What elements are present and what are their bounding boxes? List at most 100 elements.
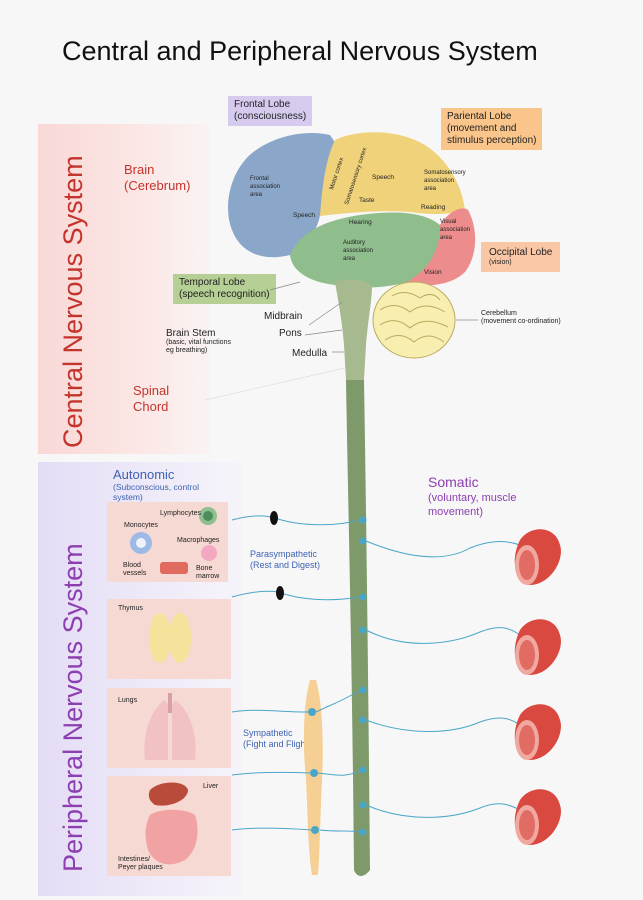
autonomic-text: Autonomic bbox=[113, 467, 175, 482]
temporal-lobe-tag: Temporal Lobe (speech recognition) bbox=[173, 274, 276, 304]
somatic-desc2: movement) bbox=[428, 506, 484, 518]
intestines-icon bbox=[145, 809, 198, 865]
intestines-label: Intestines/ Peyer plaques bbox=[118, 856, 163, 872]
parasympathetic-label: Parasympathetic (Rest and Digest) bbox=[250, 549, 320, 571]
parietal-lobe-text: Pariental Lobe bbox=[447, 111, 512, 122]
sympathetic-nerve-1 bbox=[231, 709, 309, 713]
cord-ganglion-8 bbox=[359, 801, 367, 809]
monocytes-label: Monocytes bbox=[124, 522, 158, 529]
liver-label: Liver bbox=[203, 783, 219, 790]
page-title: Central and Peripheral Nervous System bbox=[62, 36, 538, 66]
chain-link-2 bbox=[317, 769, 361, 776]
temporal-lobe-text: Temporal Lobe bbox=[179, 277, 246, 288]
frontal-assoc-label2: association bbox=[250, 184, 280, 190]
somato-assoc-label2: association bbox=[424, 178, 454, 184]
muscle-1 bbox=[514, 529, 561, 585]
intestines-text2: Peyer plaques bbox=[118, 864, 163, 871]
brain-stem-desc1: (basic, vital functions bbox=[166, 339, 231, 346]
parietal-lobe-tag: Pariental Lobe (movement and stimulus pe… bbox=[441, 108, 543, 150]
somatic-label: Somatic (voluntary, muscle movement) bbox=[428, 474, 516, 519]
bone-marrow-label: Bone marrow bbox=[196, 565, 219, 581]
muscle-2 bbox=[514, 619, 561, 675]
autonomic-desc1: (Subconscious, control bbox=[113, 482, 199, 492]
parasympathetic-desc: (Rest and Digest) bbox=[250, 560, 321, 570]
frontal-lobe-shape bbox=[228, 132, 340, 258]
cord-ganglion-9 bbox=[359, 828, 367, 836]
frontal-lobe-tag: Frontal Lobe (consciousness) bbox=[228, 96, 313, 126]
somatic-nerve-1 bbox=[365, 540, 521, 558]
somatic-nerve-2 bbox=[365, 627, 521, 644]
temporal-leader bbox=[269, 281, 301, 291]
hearing-label: Hearing bbox=[349, 219, 372, 226]
cerebellum-desc-text: (movement co-ordination) bbox=[481, 318, 561, 325]
somatic-nerve-4 bbox=[365, 803, 521, 818]
liver-icon bbox=[148, 782, 188, 806]
blood-vessels-text2: vessels bbox=[123, 570, 147, 577]
sympathetic-text: Sympathetic bbox=[243, 728, 293, 738]
sympathetic-nerve-3 bbox=[231, 827, 313, 831]
somatic-desc1: (voluntary, muscle bbox=[428, 492, 517, 504]
parasympathetic-ganglion-2 bbox=[276, 586, 284, 600]
taste-label: Taste bbox=[359, 197, 375, 204]
blood-vessels-label: Blood vessels bbox=[123, 562, 146, 578]
frontal-desc-text: (consciousness) bbox=[234, 111, 307, 122]
spinal-leader bbox=[204, 367, 346, 401]
parietal-desc1-text: (movement and bbox=[447, 123, 517, 134]
auditory-label: Auditory bbox=[343, 240, 365, 246]
blood-vessel-icon bbox=[160, 562, 188, 574]
somatic-nerve-3 bbox=[365, 717, 521, 732]
brain-text: Brain bbox=[124, 162, 155, 177]
macrophage-icon bbox=[201, 545, 217, 561]
cord-ganglion-1 bbox=[359, 516, 367, 524]
cerebellum-label: Cerebellum (movement co-ordination) bbox=[481, 310, 561, 326]
parasympathetic-text: Parasympathetic bbox=[250, 549, 318, 559]
sympathetic-label: Sympathetic (Fight and Flight) bbox=[243, 728, 311, 750]
sympathetic-desc: (Fight and Flight) bbox=[243, 739, 312, 749]
parasympathetic-nerve-1 bbox=[231, 515, 361, 526]
brain-stem-desc2: eg breathing) bbox=[166, 347, 208, 354]
midbrain-leader bbox=[308, 301, 343, 326]
somato-assoc-label3: area bbox=[424, 186, 437, 192]
spinal-cord-shape bbox=[346, 380, 370, 876]
frontal-assoc-label3: area bbox=[250, 192, 263, 198]
chain-ganglion-3 bbox=[311, 826, 319, 834]
parietal-lobe-shape bbox=[320, 132, 465, 216]
parasympathetic-ganglion-1 bbox=[270, 511, 278, 525]
somato-assoc-label: Somatosensory bbox=[424, 170, 466, 176]
pons-label: Pons bbox=[279, 328, 302, 339]
pons-leader bbox=[304, 329, 343, 336]
midbrain-label: Midbrain bbox=[264, 311, 303, 322]
cerebrum-text: (Cerebrum) bbox=[124, 178, 191, 193]
bone-marrow-text2: marrow bbox=[196, 573, 220, 580]
chord-text: Chord bbox=[133, 399, 169, 414]
temporal-desc-text: (speech recognition) bbox=[179, 289, 270, 300]
parietal-desc2-text: stimulus perception) bbox=[447, 135, 537, 146]
cord-ganglion-7 bbox=[359, 766, 367, 774]
occipital-lobe-tag: Occipital Lobe (vision) bbox=[481, 242, 561, 272]
somatic-text: Somatic bbox=[428, 474, 479, 490]
frontal-assoc-label: Frontal bbox=[250, 176, 269, 182]
chain-link-1 bbox=[315, 689, 361, 713]
auditory-label2: association bbox=[343, 248, 373, 254]
chain-ganglion-2 bbox=[310, 769, 318, 777]
sympathetic-chain-shape bbox=[303, 680, 323, 875]
reading-label: Reading bbox=[421, 204, 446, 211]
thymus-icon bbox=[149, 613, 191, 663]
frontal-lobe-text: Frontal Lobe bbox=[234, 99, 291, 110]
bone-marrow-text1: Bone bbox=[196, 565, 213, 572]
cord-ganglion-2 bbox=[359, 537, 367, 545]
brain-stem-text: Brain Stem bbox=[166, 328, 216, 339]
macrophages-label: Macrophages bbox=[177, 537, 220, 544]
cerebellum-text: Cerebellum bbox=[481, 310, 517, 317]
lymphocytes-label: Lymphocytes bbox=[160, 510, 201, 517]
sympathetic-nerve-2 bbox=[231, 771, 311, 776]
brain-label: Brain (Cerebrum) bbox=[124, 162, 190, 194]
visual-assoc-label: Visual bbox=[440, 219, 456, 225]
spinal-text: Spinal bbox=[133, 383, 170, 398]
chain-link-3 bbox=[319, 829, 361, 833]
thymus-label: Thymus bbox=[118, 605, 143, 612]
muscle-4 bbox=[514, 789, 561, 845]
muscle-3 bbox=[514, 704, 561, 760]
visual-assoc-label2: association bbox=[440, 227, 470, 233]
speech-top-label: Speech bbox=[372, 174, 394, 181]
